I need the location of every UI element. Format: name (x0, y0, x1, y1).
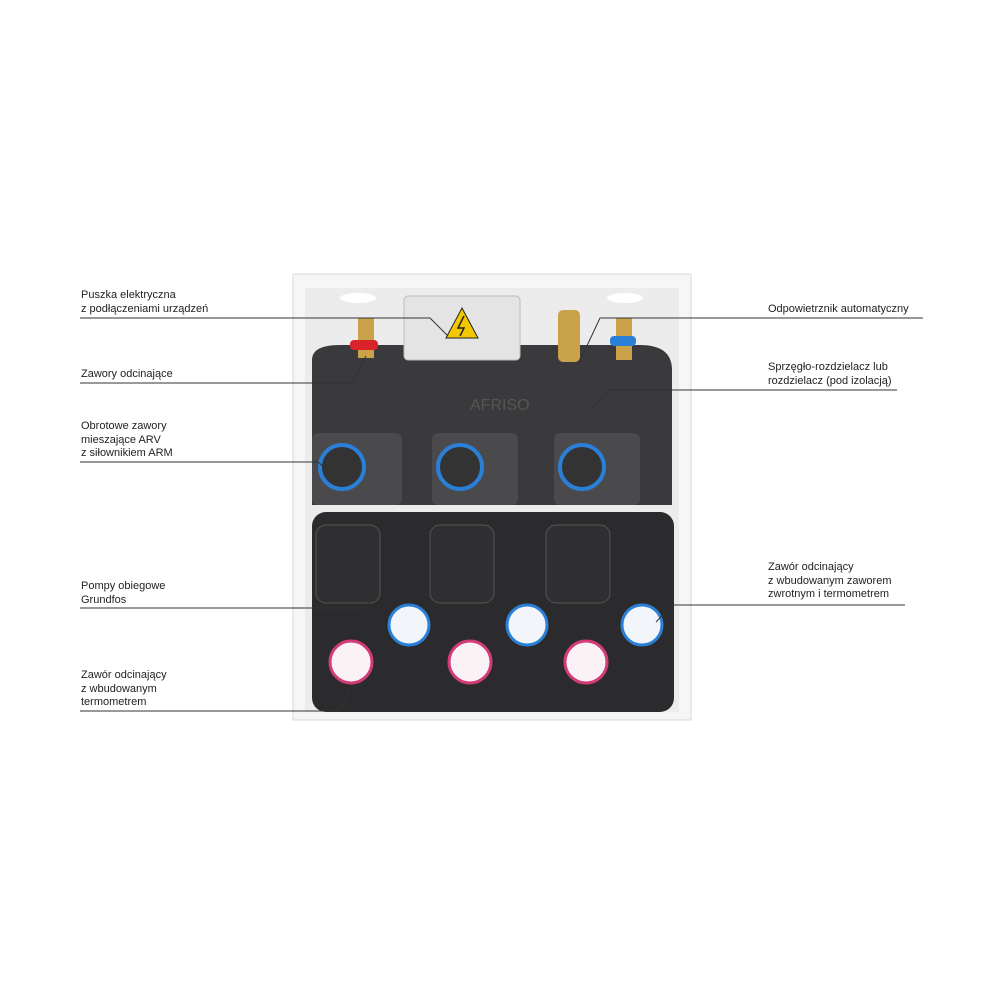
label-line: mieszające ARV (81, 433, 161, 446)
electrical-box (403, 295, 521, 361)
label-line: Zawór odcinający (81, 669, 167, 681)
label-line: z siłownikiem ARM (81, 447, 173, 459)
shutoff-valve-red (350, 318, 378, 358)
label-line: z wbudowanym (81, 682, 157, 695)
label-line: Puszka elektryczna (81, 289, 176, 301)
shutoff-valve-blue (610, 318, 636, 360)
label-line: Grundfos (81, 593, 127, 606)
air-vent (558, 310, 580, 362)
actuators (312, 433, 640, 505)
thermometers-red (328, 639, 609, 685)
warning-icon (445, 306, 479, 339)
brand-logo: AFRISO (470, 397, 530, 414)
pumps (315, 524, 611, 604)
label-air-vent: Odpowietrznik automatyczny (768, 303, 909, 317)
label-line: Zawory odcinające (81, 368, 173, 380)
label-shutoff-valves: Zawory odcinające (81, 368, 173, 382)
label-line: z wbudowanym zaworem (768, 574, 892, 587)
label-line: Sprzęgło-rozdzielacz lub (768, 361, 888, 373)
label-line: rozdzielacz (pod izolacją) (768, 374, 892, 387)
label-line: zwrotnym i termometrem (768, 588, 890, 600)
label-line: z podłączeniami urządzeń (81, 302, 209, 315)
label-line: termometrem (81, 696, 147, 708)
label-line: Odpowietrznik automatyczny (768, 303, 909, 315)
thermometers-blue (387, 603, 664, 647)
leader-lines (80, 317, 923, 712)
label-line: Zawór odcinający (768, 561, 854, 573)
label-line: Pompy obiegowe (81, 580, 166, 592)
label-line: Obrotowe zawory (81, 420, 167, 432)
